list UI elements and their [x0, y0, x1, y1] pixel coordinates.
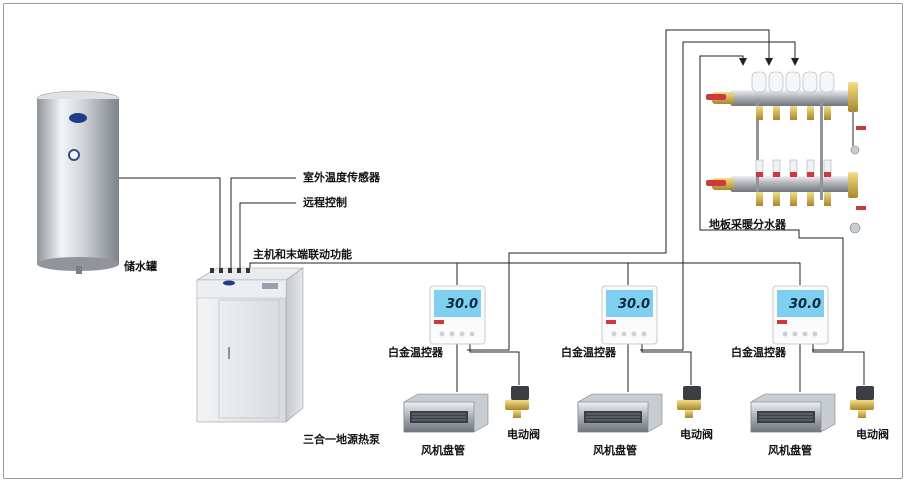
remote-control-label: 远程控制 [303, 196, 347, 209]
tank-logo [69, 113, 87, 123]
linkage-bus-line [249, 262, 801, 285]
cabinet-door-handle [228, 347, 230, 359]
electric-valve-2 [677, 386, 701, 418]
thermostat-display-3: 30.0 [789, 297, 821, 312]
manifold-feed-3 [699, 55, 844, 351]
manifold-feed-2 [640, 41, 799, 351]
outdoor-sensor-line [230, 177, 296, 268]
thermostat-display-1: 30.0 [446, 297, 478, 312]
tank-gauge-icon [68, 149, 80, 161]
valve-label-3: 电动阀 [856, 428, 889, 441]
fan-coil-label-3: 风机盘管 [768, 444, 812, 457]
fan-coil-2 [577, 393, 663, 433]
thermostat-label-2: 白金温控器 [561, 346, 616, 359]
manifold-flow-meters [755, 159, 832, 177]
fan-coil-label-1: 风机盘管 [421, 444, 465, 457]
manifold-actuators [751, 71, 835, 93]
connection-lines [117, 29, 865, 392]
cabinet-control-panel [262, 283, 278, 289]
thermostat-label-1: 白金温控器 [388, 346, 443, 359]
fan-coil-1 [403, 393, 489, 433]
fan-coil-3 [750, 393, 836, 433]
manifold-valve-handle [706, 94, 726, 100]
thermostat-label-3: 白金温控器 [731, 346, 786, 359]
heat-pump-label: 三合一地源热泵 [303, 433, 380, 446]
thermostat-1: 30.0 [429, 285, 486, 345]
valve-label-2: 电动阀 [680, 428, 713, 441]
linkage-label: 主机和末端联动功能 [253, 248, 352, 261]
thermostat-display-2: 30.0 [618, 297, 650, 312]
floor-manifold [706, 71, 866, 234]
diagram-frame [3, 3, 903, 479]
fan-coil-label-2: 风机盘管 [593, 444, 637, 457]
valve-label-1: 电动阀 [507, 428, 540, 441]
thermostat-2: 30.0 [601, 285, 658, 345]
storage-tank [36, 90, 120, 274]
tank-to-pump-line-1 [117, 177, 221, 268]
thermostat-to-valve-3 [812, 337, 865, 385]
thermostat-3: 30.0 [772, 285, 829, 345]
electric-valve-3 [850, 386, 874, 418]
electric-valve-1 [505, 386, 529, 418]
floor-manifold-label: 地板采暖分水器 [709, 218, 786, 231]
thermostat-to-valve-1 [469, 337, 520, 385]
remote-control-line [239, 202, 296, 268]
heat-pump-cabinet [195, 267, 304, 423]
tank-label: 储水罐 [124, 260, 157, 273]
outdoor-sensor-label: 室外温度传感器 [303, 171, 380, 184]
thermostat-to-valve-2 [641, 337, 692, 385]
manifold-valve-handle [706, 180, 726, 186]
manifold-feed-1 [467, 29, 773, 351]
